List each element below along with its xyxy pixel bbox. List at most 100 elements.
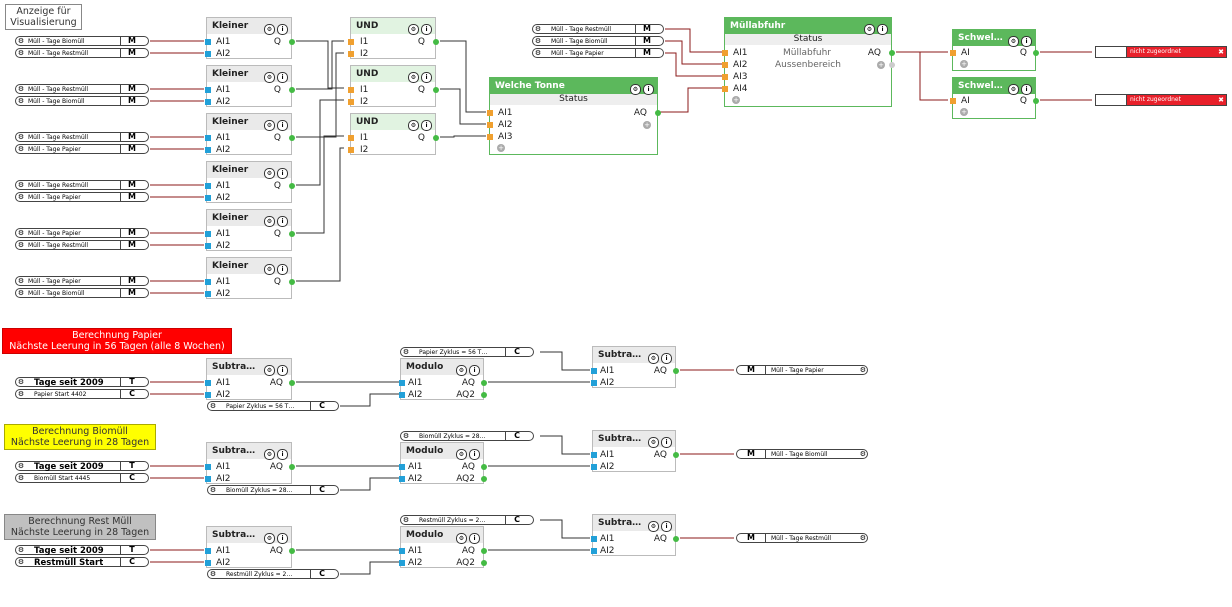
gear-icon[interactable]: ⚙ (534, 49, 542, 57)
gear-icon[interactable]: ⚙ (648, 437, 659, 448)
gear-icon[interactable]: ⚙ (17, 289, 25, 297)
gear-icon[interactable]: ⚙ (648, 521, 659, 532)
pin-in[interactable] (205, 464, 211, 470)
pin-in[interactable] (348, 147, 354, 153)
pin-in[interactable] (399, 380, 405, 386)
pin-out[interactable] (1033, 98, 1039, 104)
gear-icon[interactable]: ⚙ (17, 145, 25, 153)
pin-in[interactable] (591, 380, 597, 386)
input-papier-zyklus[interactable]: ⚙Papier Zyklus = 56 T…C (207, 401, 339, 411)
input-restmuell-zyklus[interactable]: ⚙Restmüll Zyklus = 2…C (207, 569, 339, 579)
info-icon[interactable]: i (277, 120, 288, 131)
gear-icon[interactable]: ⚙ (264, 449, 275, 460)
pin-out[interactable] (655, 110, 661, 116)
gear-icon[interactable]: ⚙ (264, 72, 275, 83)
pin-in[interactable] (205, 183, 211, 189)
info-icon[interactable]: i (277, 449, 288, 460)
pin-in[interactable] (348, 99, 354, 105)
pin-in[interactable] (722, 50, 728, 56)
gear-icon[interactable]: ⚙ (264, 533, 275, 544)
pin-in[interactable] (205, 147, 211, 153)
add-input-icon[interactable]: + (732, 96, 740, 104)
pin-in[interactable] (205, 392, 211, 398)
gear-icon[interactable]: ⚙ (17, 229, 25, 237)
gear-icon[interactable]: ⚙ (17, 277, 25, 285)
pin-out[interactable] (481, 476, 487, 482)
pin-in[interactable] (348, 51, 354, 57)
pin-in[interactable] (348, 39, 354, 45)
gear-icon[interactable]: ⚙ (864, 24, 875, 35)
pin-out[interactable] (433, 135, 439, 141)
gear-icon[interactable]: ⚙ (859, 366, 866, 374)
pin-out[interactable] (289, 380, 295, 386)
gear-icon[interactable]: ⚙ (1008, 84, 1019, 95)
add-input-icon[interactable]: + (497, 144, 505, 152)
gear-icon[interactable]: ⚙ (408, 72, 419, 83)
pin-out[interactable] (1033, 50, 1039, 56)
input-biomuell-zyklus[interactable]: ⚙Biomüll Zyklus = 28…C (400, 431, 534, 441)
pin-in[interactable] (591, 536, 597, 542)
info-icon[interactable]: i (277, 72, 288, 83)
info-icon[interactable]: i (1021, 36, 1032, 47)
pin-in[interactable] (205, 548, 211, 554)
gear-icon[interactable]: ⚙ (17, 37, 25, 45)
info-icon[interactable]: i (421, 72, 432, 83)
info-icon[interactable]: i (469, 533, 480, 544)
gear-icon[interactable]: ⚙ (17, 390, 25, 398)
pin-out[interactable] (481, 380, 487, 386)
pin-in[interactable] (591, 464, 597, 470)
gear-icon[interactable]: ⚙ (534, 25, 542, 33)
pin-out[interactable] (289, 279, 295, 285)
gear-icon[interactable]: ⚙ (209, 486, 217, 494)
pin-out[interactable] (673, 536, 679, 542)
gear-icon[interactable]: ⚙ (17, 97, 25, 105)
pin-out[interactable] (289, 135, 295, 141)
gear-icon[interactable]: ⚙ (408, 24, 419, 35)
gear-icon[interactable]: ⚙ (209, 570, 217, 578)
gear-icon[interactable]: ⚙ (648, 353, 659, 364)
add-input-icon[interactable]: + (960, 108, 968, 116)
pin-out[interactable] (289, 231, 295, 237)
pin-out[interactable] (889, 50, 895, 56)
block-muellabfuhr[interactable]: Müllabfuhr⚙i Status AI1 AI2 AI3 AI4 Müll… (722, 17, 895, 107)
gear-icon[interactable]: ⚙ (17, 558, 25, 566)
add-input-icon[interactable]: + (960, 60, 968, 68)
info-icon[interactable]: i (469, 365, 480, 376)
pin-out[interactable] (673, 452, 679, 458)
pin-out[interactable] (673, 368, 679, 374)
info-icon[interactable]: i (421, 24, 432, 35)
info-icon[interactable]: i (661, 353, 672, 364)
pin-out[interactable] (433, 39, 439, 45)
info-icon[interactable]: i (643, 84, 654, 95)
gear-icon[interactable]: ⚙ (859, 534, 866, 542)
pin-in[interactable] (348, 135, 354, 141)
close-icon[interactable]: ✖ (1218, 48, 1224, 56)
info-icon[interactable]: i (277, 216, 288, 227)
info-icon[interactable]: i (277, 168, 288, 179)
pin-in[interactable] (205, 279, 211, 285)
